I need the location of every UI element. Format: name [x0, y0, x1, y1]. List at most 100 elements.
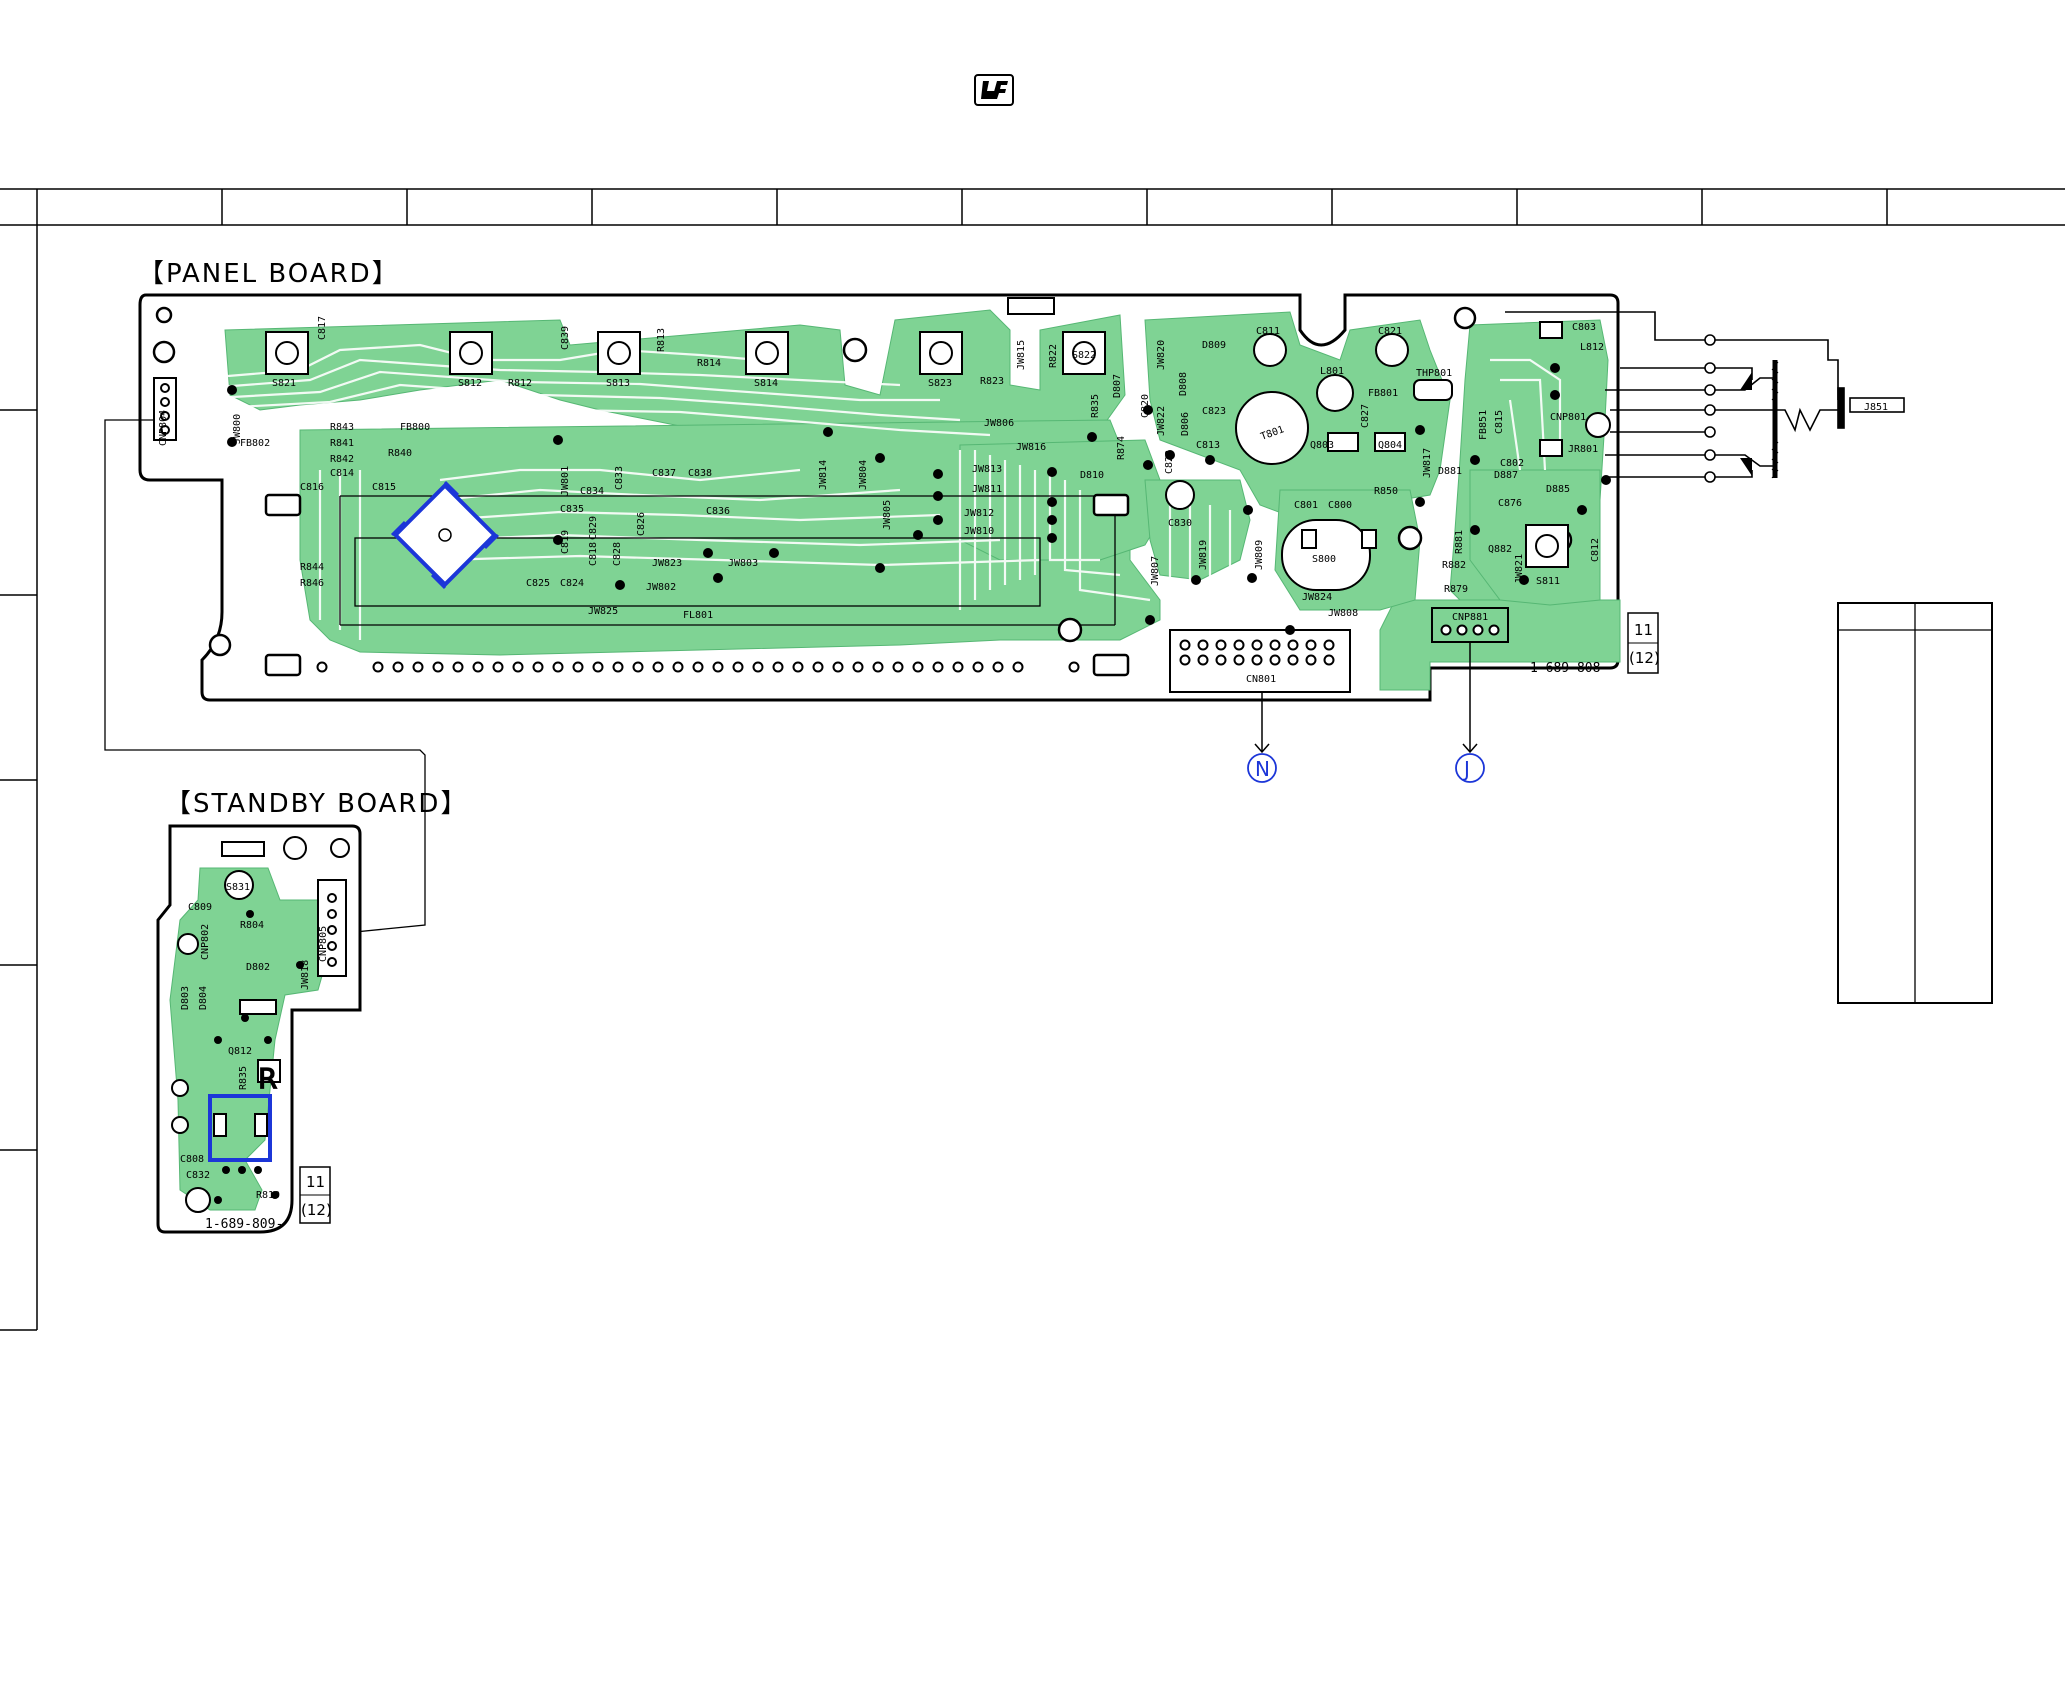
- svg-text:R835: R835: [1090, 394, 1101, 418]
- svg-text:JW816: JW816: [1016, 442, 1046, 453]
- fl801-pins: [316, 661, 1080, 673]
- svg-text:JW810: JW810: [964, 526, 994, 537]
- svg-text:JW803: JW803: [728, 558, 758, 569]
- svg-text:L801: L801: [1320, 366, 1344, 377]
- svg-text:FB801: FB801: [1368, 388, 1398, 399]
- svg-text:R842: R842: [330, 454, 354, 465]
- panel-part-number: 1-689-808-: [1530, 661, 1608, 676]
- svg-text:D885: D885: [1546, 484, 1570, 495]
- svg-text:D809: D809: [1202, 340, 1226, 351]
- svg-text:C801: C801: [1294, 500, 1318, 511]
- svg-text:CNP802: CNP802: [200, 924, 211, 960]
- cnp805-pins: [327, 893, 337, 967]
- svg-text:CNP801: CNP801: [1550, 412, 1586, 423]
- ic-microcontroller: [390, 480, 500, 590]
- svg-text:C813: C813: [1196, 440, 1220, 451]
- svg-text:JW822: JW822: [1156, 406, 1167, 436]
- svg-text:JW818: JW818: [300, 960, 311, 990]
- svg-text:R813: R813: [656, 328, 667, 352]
- svg-text:(12): (12): [1629, 649, 1660, 667]
- svg-text:R850: R850: [1374, 486, 1398, 497]
- mount-pads: [264, 493, 1130, 677]
- svg-text:R835: R835: [238, 1066, 249, 1090]
- panel-ref-box: 11 (12): [1627, 612, 1660, 674]
- svg-text:JW821: JW821: [1514, 554, 1525, 584]
- standby-parts: [171, 836, 350, 1213]
- svg-text:JW823: JW823: [652, 558, 682, 569]
- svg-text:C828: C828: [612, 542, 623, 566]
- svg-text:JW800: JW800: [232, 414, 243, 444]
- svg-text:R822: R822: [1048, 344, 1059, 368]
- svg-text:11: 11: [1634, 621, 1653, 639]
- svg-text:D807: D807: [1112, 374, 1123, 398]
- svg-text:R810: R810: [256, 1190, 280, 1201]
- svg-text:C819: C819: [560, 530, 571, 554]
- svg-text:D806: D806: [1180, 412, 1191, 436]
- svg-text:C800: C800: [1328, 500, 1352, 511]
- tact-switches: [265, 331, 1569, 568]
- svg-text:JW820: JW820: [1156, 340, 1167, 370]
- svg-text:C824: C824: [560, 578, 584, 589]
- svg-text:C809: C809: [188, 902, 212, 913]
- svg-text:R844: R844: [300, 562, 324, 573]
- svg-text:JW808: JW808: [1328, 608, 1358, 619]
- svg-text:J: J: [1462, 757, 1470, 781]
- svg-text:JW811: JW811: [972, 484, 1002, 495]
- svg-text:C812: C812: [1590, 538, 1601, 562]
- svg-text:S831: S831: [226, 882, 250, 893]
- svg-text:C816: C816: [300, 482, 324, 493]
- svg-text:R881: R881: [1454, 530, 1465, 554]
- cn801-pins: [1169, 629, 1351, 693]
- svg-text:S811: S811: [1536, 576, 1560, 587]
- svg-text:C808: C808: [180, 1154, 204, 1165]
- svg-text:R841: R841: [330, 438, 354, 449]
- svg-text:Q804: Q804: [1378, 440, 1402, 451]
- svg-text:JW806: JW806: [984, 418, 1014, 429]
- j851-arrows: [1740, 372, 1752, 476]
- svg-text:C839: C839: [560, 326, 571, 350]
- svg-text:C876: C876: [1498, 498, 1522, 509]
- svg-text:D887: D887: [1494, 470, 1518, 481]
- svg-text:R846: R846: [300, 578, 324, 589]
- standby-led-highlight: [208, 1094, 272, 1162]
- svg-text:S814: S814: [754, 378, 778, 389]
- panel-component-labels: S821 C817 S812 R812 C839 S813 R813 R814 …: [158, 316, 1888, 685]
- svg-text:THP801: THP801: [1416, 368, 1452, 379]
- blank-table: [1837, 602, 1993, 1004]
- svg-text:C832: C832: [186, 1170, 210, 1181]
- panel-board: 【PANEL BOARD】: [138, 259, 1905, 783]
- svg-text:R823: R823: [980, 376, 1004, 387]
- svg-text:S823: S823: [928, 378, 952, 389]
- interboard-wire: [104, 419, 426, 933]
- svg-text:R804: R804: [240, 920, 264, 931]
- svg-text:JW814: JW814: [818, 460, 829, 490]
- svg-text:FB800: FB800: [400, 422, 430, 433]
- large-components: [1007, 297, 1611, 591]
- svg-text:11: 11: [306, 1173, 325, 1191]
- svg-text:R879: R879: [1444, 584, 1468, 595]
- svg-text:S822: S822: [1072, 350, 1096, 361]
- cnp804-connector: [153, 377, 177, 441]
- svg-text:R882: R882: [1442, 560, 1466, 571]
- svg-text:D810: D810: [1080, 470, 1104, 481]
- svg-text:JW813: JW813: [972, 464, 1002, 475]
- svg-text:C814: C814: [330, 468, 354, 479]
- svg-text:JW819: JW819: [1198, 540, 1209, 570]
- svg-text:S821: S821: [272, 378, 296, 389]
- svg-text:N: N: [1255, 757, 1270, 781]
- svg-text:JR801: JR801: [1568, 444, 1598, 455]
- svg-text:D802: D802: [246, 962, 270, 973]
- standby-part-number: 1-689-809-: [205, 1217, 283, 1232]
- standby-marker-r: R: [258, 1062, 277, 1095]
- svg-text:S813: S813: [606, 378, 630, 389]
- standby-component-labels: S831 C809 R804 D802 CNP802 CNP805 JW818 …: [180, 882, 329, 1201]
- standby-ref-box: 11 (12): [299, 1166, 332, 1224]
- svg-text:JW817: JW817: [1422, 448, 1433, 478]
- svg-text:FB851: FB851: [1478, 410, 1489, 440]
- svg-text:JW804: JW804: [858, 460, 869, 490]
- svg-text:R843: R843: [330, 422, 354, 433]
- standby-board: 【STANDBY BOARD】: [156, 789, 466, 1234]
- svg-text:C826: C826: [636, 512, 647, 536]
- svg-text:C822: C822: [1164, 450, 1175, 474]
